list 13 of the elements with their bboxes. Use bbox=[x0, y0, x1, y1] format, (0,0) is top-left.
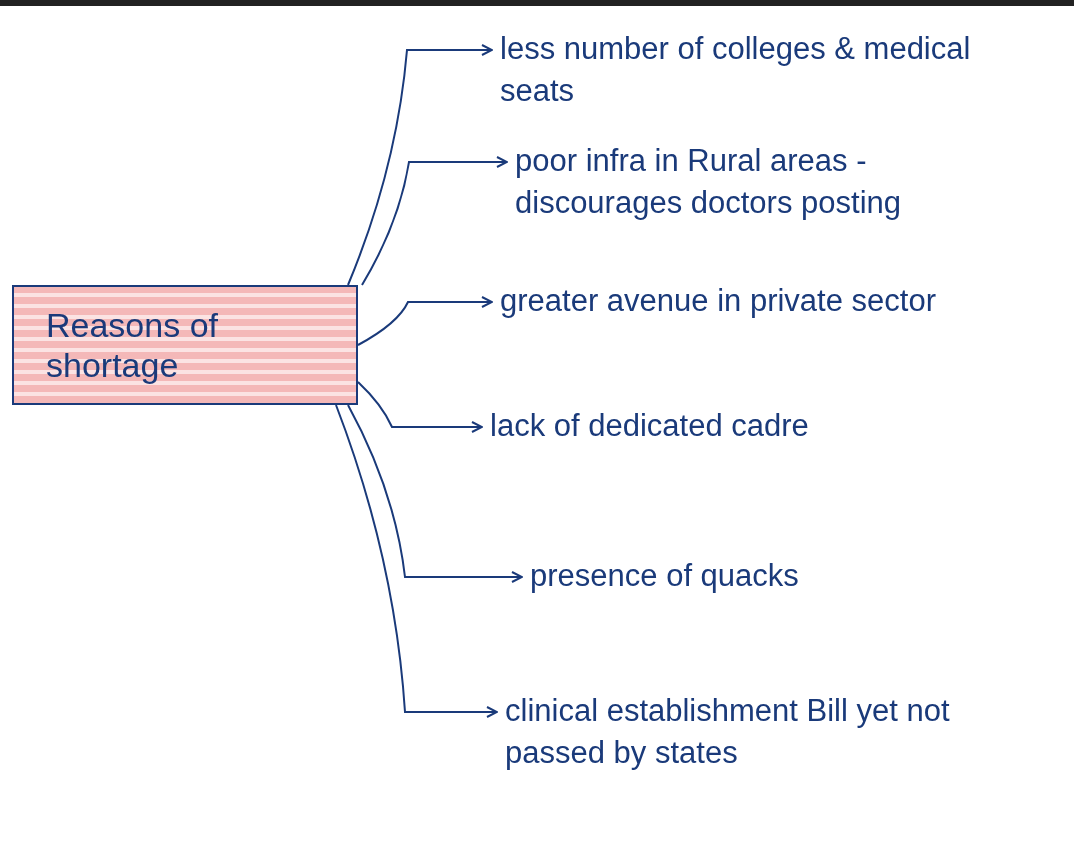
reason-text: less number of colleges & medical seats bbox=[500, 28, 1040, 112]
arrow bbox=[347, 44, 493, 286]
reason-text: greater avenue in private sector bbox=[500, 280, 970, 322]
arrow bbox=[361, 156, 508, 286]
reason-text: clinical establishment Bill yet not passed by states bbox=[505, 690, 1045, 774]
arrow bbox=[357, 381, 483, 433]
reason-text: poor infra in Rural areas - discourages doctors posting bbox=[515, 140, 1015, 224]
reason-text: lack of dedicated cadre bbox=[490, 405, 950, 447]
topic-box: Reasons of shortage bbox=[12, 285, 358, 405]
arrow bbox=[357, 296, 493, 346]
arrow bbox=[347, 404, 523, 583]
arrow bbox=[335, 404, 498, 718]
reason-text: presence of quacks bbox=[530, 555, 1030, 597]
